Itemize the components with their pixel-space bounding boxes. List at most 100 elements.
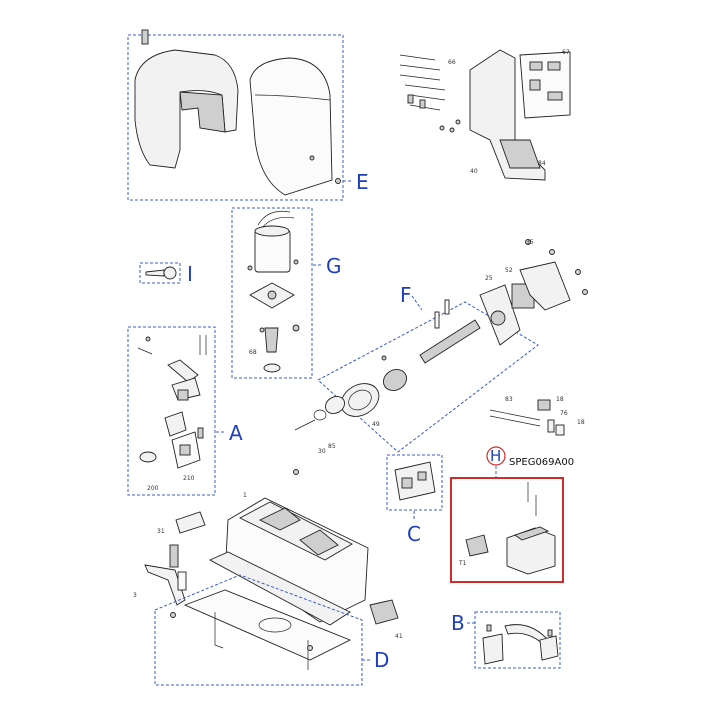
group-label-a: A: [229, 421, 243, 445]
part-number-35: 35: [526, 239, 534, 246]
part-number-83: 83: [505, 396, 513, 403]
main-gear: [340, 383, 380, 417]
board-component: [417, 471, 427, 481]
bracket: [555, 424, 565, 436]
screw: [486, 624, 492, 632]
rear-cover-edge: [254, 94, 331, 101]
part-number-31: 31: [157, 528, 165, 535]
limit-bracket-right: [539, 635, 559, 661]
housing-cavity: [299, 529, 339, 556]
group-e-box: [127, 34, 344, 201]
part-number-49: 49: [372, 421, 380, 428]
screw: [381, 355, 387, 361]
rear-cover: [249, 57, 333, 196]
part-number-18a: 18: [556, 396, 564, 403]
cable-cover: [369, 599, 399, 625]
bracket-base: [499, 139, 541, 169]
pinion-assembly: 35 52: [505, 239, 588, 311]
harness-connector: [407, 94, 414, 104]
group-b-box: [474, 611, 561, 669]
part-number-210: 210: [183, 475, 195, 482]
screw: [547, 629, 553, 637]
part-number-40: 40: [470, 168, 478, 175]
key-head: [163, 266, 177, 280]
part-number-3: 3: [133, 592, 137, 599]
front-cover-inner: [179, 91, 226, 133]
group-c-box: [386, 454, 443, 511]
screw: [455, 119, 461, 125]
screw: [449, 127, 455, 133]
part-number-25: 25: [485, 275, 493, 282]
board-component: [401, 477, 413, 489]
lock-cylinder: [139, 451, 157, 463]
spring: [137, 347, 153, 355]
rear-cover-hole: [309, 155, 315, 161]
group-d-box: [154, 574, 363, 686]
group-c-board: C: [386, 454, 443, 546]
screw: [247, 265, 253, 271]
bearing: [292, 324, 300, 332]
limit-bracket-left: [482, 633, 504, 665]
handle-bracket: [177, 571, 187, 591]
limit-switch-set: 83 18 76 18: [489, 396, 585, 436]
part-number-52: 52: [505, 267, 513, 274]
part-number-18b: 18: [577, 419, 585, 426]
lock-insert: [179, 444, 191, 456]
part-number-67: 67: [562, 49, 570, 56]
group-label-c: C: [407, 522, 421, 546]
group-f-gearbox: F 49 85 30 25: [294, 275, 539, 455]
motor-wires: [257, 210, 291, 226]
worm-shaft: [264, 327, 279, 353]
spacer-ring: [325, 396, 345, 414]
end-cap: [175, 511, 206, 534]
group-label-h: H: [490, 447, 501, 465]
output-shaft: [419, 319, 481, 364]
group-h-marker: [486, 446, 506, 466]
group-i-box: [139, 262, 181, 284]
transformer-top: [514, 526, 550, 541]
cover-screw: [141, 29, 149, 45]
wiring-harness: [399, 54, 446, 111]
foundation-plate: [183, 589, 352, 661]
release-lever: [167, 359, 199, 383]
anchor-bolt: [214, 612, 224, 649]
housing-bore: [490, 310, 506, 326]
part-number-200: 200: [147, 485, 159, 492]
release-key-icon: [145, 269, 165, 277]
screw: [259, 327, 265, 333]
part-number-1: 1: [243, 492, 247, 499]
group-d-base: D: [154, 574, 389, 686]
motor-top: [254, 225, 290, 237]
highlight-box[interactable]: [450, 477, 564, 583]
group-i-key: I: [139, 262, 193, 286]
limit-switch: [537, 399, 551, 411]
part-number-85: 85: [328, 443, 336, 450]
highlight-part-code: SPEG069A00: [509, 457, 574, 468]
board-chip: [529, 79, 541, 91]
group-e-covers: E: [127, 29, 369, 201]
main-housing: 1 41 31 3: [133, 469, 403, 640]
board-relay: [547, 61, 561, 71]
magnet-rod: [489, 409, 541, 427]
board-relay: [529, 61, 543, 71]
part-number-66: 66: [448, 59, 456, 66]
screw: [439, 125, 445, 131]
cam-block: [177, 389, 189, 401]
part-number-68: 68: [249, 349, 257, 356]
screw: [582, 289, 588, 295]
part-number-76: 76: [560, 410, 568, 417]
motor-wires: [261, 217, 295, 229]
group-label-d: D: [374, 648, 389, 672]
screw: [575, 269, 581, 275]
drive-sprocket: [383, 369, 407, 391]
screw: [293, 469, 299, 475]
housing-cavity: [258, 507, 301, 531]
group-label-g: G: [326, 254, 342, 278]
housing-base-plate: [208, 551, 351, 626]
group-b-brackets: B: [451, 611, 561, 669]
group-label-e: E: [356, 170, 369, 194]
group-h-transformer[interactable]: H SPEG069A00 T1: [450, 446, 574, 583]
clip: [547, 419, 555, 433]
group-a-release: 200 210 A: [127, 326, 243, 496]
